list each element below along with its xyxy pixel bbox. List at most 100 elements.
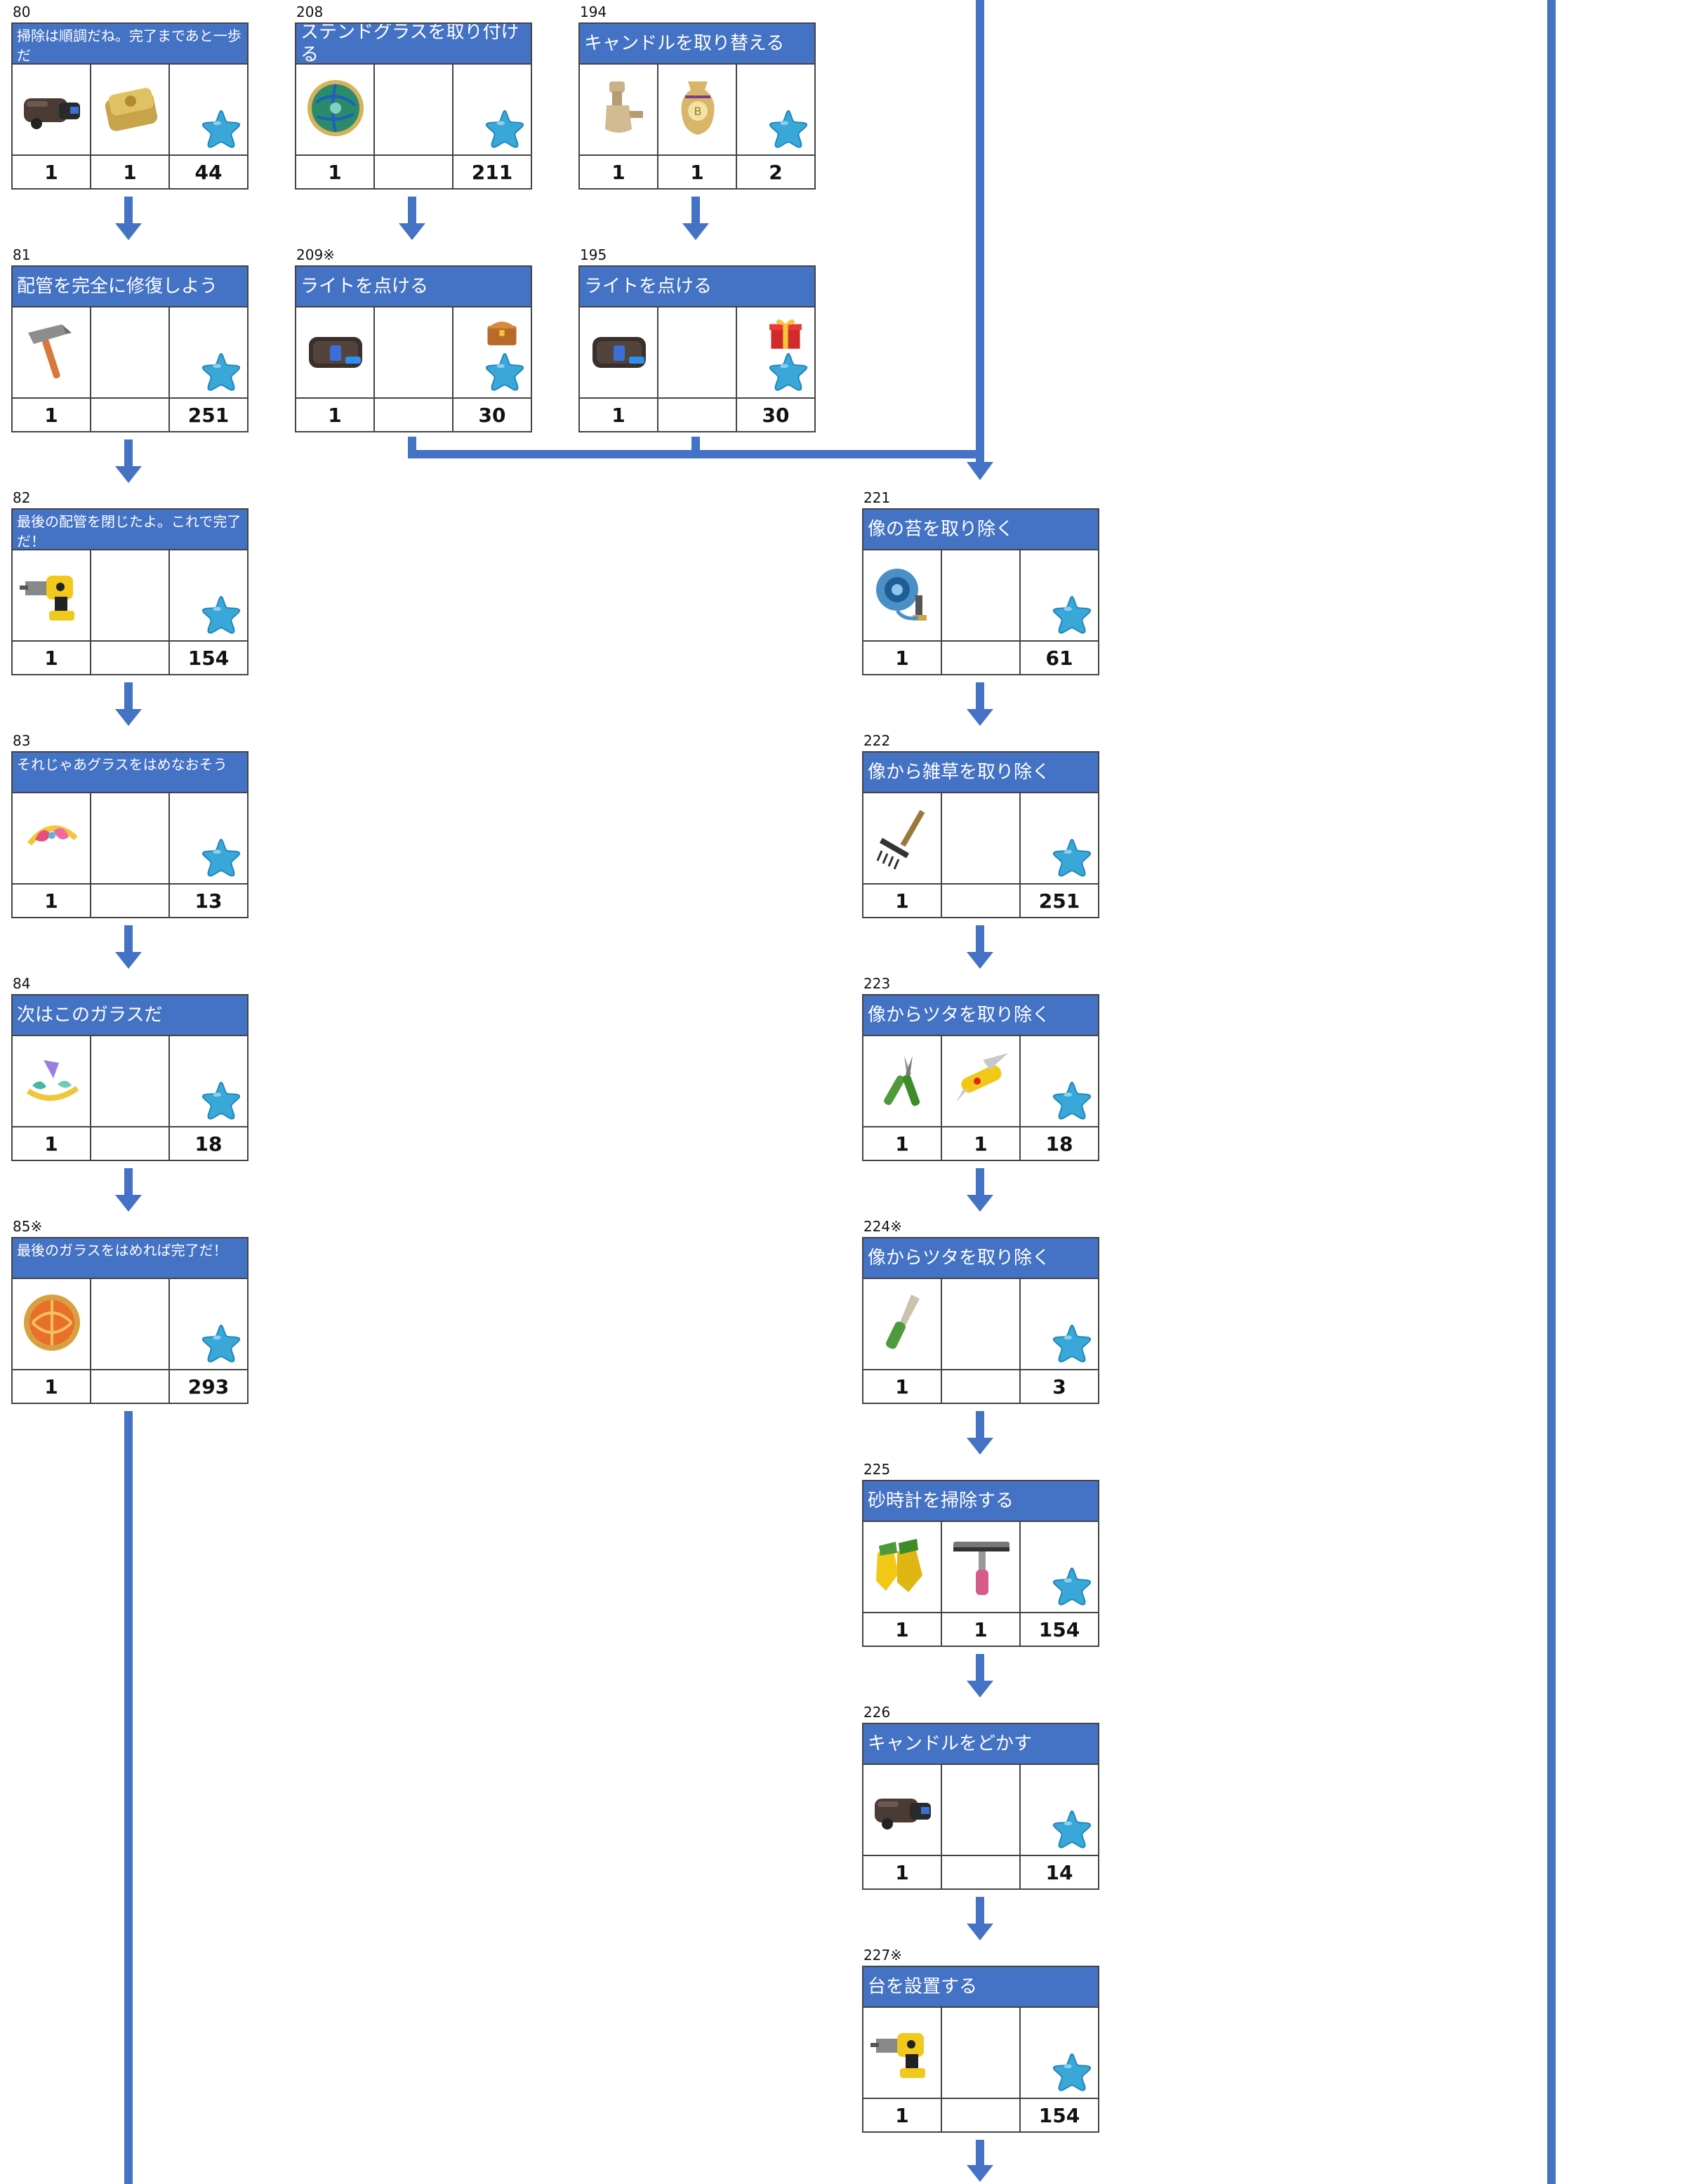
item-slot [91,1036,170,1127]
hammer-icon [18,317,86,385]
item-qty: 1 [580,156,658,188]
item-slot [170,1036,247,1127]
star-icon [1052,594,1092,635]
item-qty: 1 [13,1370,91,1403]
item-qty: 1 [942,1127,1021,1160]
item-slot [1021,1279,1098,1370]
vase-icon: B [664,74,731,142]
item-qty [942,885,1021,917]
item-slot [170,550,247,642]
item-qty [375,156,453,188]
star-count: 44 [194,160,223,184]
item-slot [13,793,91,885]
item-qty: 1 [13,399,91,431]
task-title: キャンドルを取り替える [580,24,814,65]
arrowhead-bottom [967,2165,993,2182]
item-qty: 1 [13,642,91,674]
task-grid: 1 293 [13,1279,247,1403]
item-slot [91,793,170,885]
task-title: ステンドグラスを取り付ける [296,24,531,65]
star-icon [201,1080,241,1120]
rake-icon [869,803,936,871]
knife-icon [869,1289,936,1356]
item-slot [942,1036,1021,1127]
squeegee-icon [948,1532,1015,1599]
star-count: 251 [187,403,230,427]
item-slot [863,2008,942,2099]
item-qty [942,642,1021,674]
task-id: 225 [863,1461,891,1478]
item-slot [737,307,814,399]
star-count: 293 [187,1375,230,1398]
sponge-icon [97,74,164,142]
item-qty: 1 [580,399,658,431]
item-slot [580,307,658,399]
arrowhead-224 [967,1195,993,1212]
star-count: 251 [1038,889,1080,913]
item-qty [91,1127,170,1160]
drill-icon [18,560,86,628]
gloves-icon [869,1532,936,1599]
glass-piece-purple-icon [18,1046,86,1113]
arrowhead-209 [399,223,425,240]
item-qty [942,2099,1021,2131]
item-slot [1021,2008,1098,2099]
star-icon [201,108,241,149]
item-slot [1021,1522,1098,1613]
task-title: ライトを点ける [296,267,531,307]
star-count: 2 [769,160,783,184]
item-qty [91,1370,170,1403]
task-title: 砂時計を掃除する [863,1481,1098,1522]
arrowhead-226 [967,1681,993,1697]
item-slot [942,2008,1021,2099]
item-slot [170,307,247,399]
item-slot [13,65,91,156]
item-slot [170,65,247,156]
item-slot [580,65,658,156]
star-count: 154 [1038,2103,1080,2127]
item-qty: 1 [91,156,170,188]
item-slot [91,65,170,156]
item-slot [13,307,91,399]
item-slot [863,550,942,642]
faucet-icon [585,74,653,142]
item-qty [658,399,737,431]
item-qty: 1 [13,885,91,917]
item-qty [375,399,453,431]
item-slot [13,1279,91,1370]
item-slot [737,65,814,156]
stained-glass-icon [302,74,369,142]
star-icon [768,108,809,149]
battery-icon [585,317,653,385]
item-slot [453,65,531,156]
item-slot [91,307,170,399]
task-title: 像からツタを取り除く [863,995,1098,1036]
star-icon [1052,1080,1092,1120]
item-qty: 1 [658,156,737,188]
item-qty: 1 [863,1127,942,1160]
